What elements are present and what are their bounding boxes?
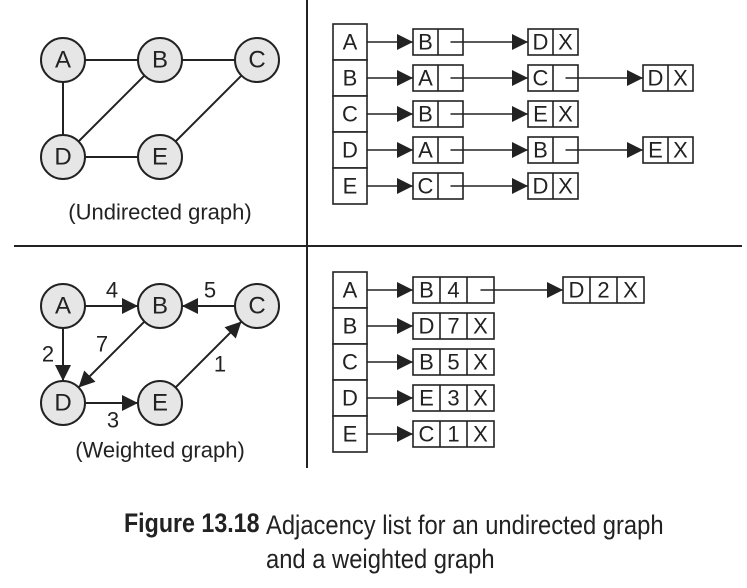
weighted-node-b	[137, 283, 183, 329]
undirected-head-label: B	[343, 66, 358, 91]
weighted-edge-e-c	[174, 320, 243, 389]
weighted-head-label: A	[343, 278, 358, 303]
undirected-cell-value: D	[533, 174, 549, 199]
weighted-node-a	[40, 283, 86, 329]
undirected-cell-value: C	[533, 66, 549, 91]
weighted-cell-value: 1	[447, 422, 459, 447]
undirected-head-label: E	[343, 174, 358, 199]
weighted-cell-value: 2	[597, 278, 609, 303]
weighted-cell-value: E	[419, 386, 434, 411]
undirected-null-marker: X	[558, 30, 573, 55]
weighted-head-label: D	[342, 386, 358, 411]
weighted-caption: (Weighted graph)	[75, 438, 245, 463]
undirected-node-d	[40, 134, 86, 180]
figure-label: Figure 13.18	[124, 508, 260, 538]
weighted-node-label: D	[54, 390, 71, 417]
figure-title-line1: Adjacency list for an undirected graph	[266, 510, 664, 540]
weighted-node-d	[40, 380, 86, 426]
weighted-edge-b-d	[77, 320, 146, 389]
weighted-null-marker: X	[623, 278, 638, 303]
undirected-cell-value: B	[418, 30, 433, 55]
edge-weight-label: 2	[42, 342, 54, 367]
weighted-cell-value: D	[419, 314, 435, 339]
weighted-node-label: A	[55, 293, 71, 320]
edge-weight-label: 1	[214, 352, 226, 377]
weighted-node-label: E	[152, 390, 168, 417]
edge-weight-label: 4	[106, 278, 118, 303]
edge-weight-label: 5	[204, 278, 216, 303]
undirected-node-label: D	[54, 144, 71, 171]
undirected-cell-value: A	[418, 138, 433, 163]
undirected-head-cell	[332, 167, 368, 205]
weighted-node-label: B	[152, 293, 168, 320]
undirected-node-label: E	[152, 144, 168, 171]
undirected-head-label: C	[342, 102, 358, 127]
undirected-node-label: B	[152, 47, 168, 74]
weighted-list-node	[412, 348, 495, 376]
weighted-cell-value: D	[569, 278, 585, 303]
weighted-head-label: B	[343, 314, 358, 339]
edge-weight-label: 7	[96, 332, 108, 357]
undirected-head-label: A	[343, 30, 358, 55]
figure-title-line2: and a weighted graph	[266, 544, 495, 574]
undirected-node-a	[40, 37, 86, 83]
weighted-cell-value: B	[419, 350, 434, 375]
weighted-null-marker: X	[473, 422, 488, 447]
weighted-cell-value: C	[419, 422, 435, 447]
undirected-cell-value: B	[418, 102, 433, 127]
figure-title: Adjacency list for an undirected graph a…	[266, 508, 664, 576]
undirected-cell-value: D	[533, 30, 549, 55]
weighted-cell-value: 7	[447, 314, 459, 339]
undirected-cell-value: D	[648, 66, 664, 91]
undirected-head-cell	[332, 95, 368, 133]
weighted-null-marker: X	[473, 350, 488, 375]
undirected-caption: (Undirected graph)	[68, 200, 251, 225]
undirected-cell-value: E	[648, 138, 663, 163]
undirected-null-marker: X	[673, 138, 688, 163]
undirected-null-marker: X	[558, 174, 573, 199]
weighted-node-label: C	[248, 293, 265, 320]
weighted-head-label: C	[342, 350, 358, 375]
undirected-head-label: D	[342, 138, 358, 163]
undirected-node-label: A	[55, 47, 71, 74]
undirected-null-marker: X	[673, 66, 688, 91]
undirected-cell-value: A	[418, 66, 433, 91]
weighted-head-label: E	[343, 422, 358, 447]
undirected-node-b	[137, 37, 183, 83]
undirected-null-marker: X	[558, 102, 573, 127]
undirected-cell-value: C	[418, 174, 434, 199]
undirected-cell-value: B	[533, 138, 548, 163]
weighted-cell-value: B	[419, 278, 434, 303]
weighted-list-node	[412, 384, 495, 412]
undirected-cell-value: E	[533, 102, 548, 127]
weighted-null-marker: X	[473, 314, 488, 339]
edge-weight-label: 3	[107, 408, 119, 433]
weighted-list-node	[562, 276, 645, 304]
weighted-list-node	[412, 420, 495, 448]
weighted-cell-value: 3	[447, 386, 459, 411]
weighted-node-e	[137, 380, 183, 426]
weighted-null-marker: X	[473, 386, 488, 411]
undirected-node-label: C	[248, 47, 265, 74]
undirected-head-cell	[332, 23, 368, 61]
undirected-node-e	[137, 134, 183, 180]
weighted-cell-value: 5	[447, 350, 459, 375]
weighted-node-c	[234, 283, 280, 329]
weighted-list-node	[412, 312, 495, 340]
weighted-cell-value: 4	[447, 278, 459, 303]
undirected-node-c	[234, 37, 280, 83]
